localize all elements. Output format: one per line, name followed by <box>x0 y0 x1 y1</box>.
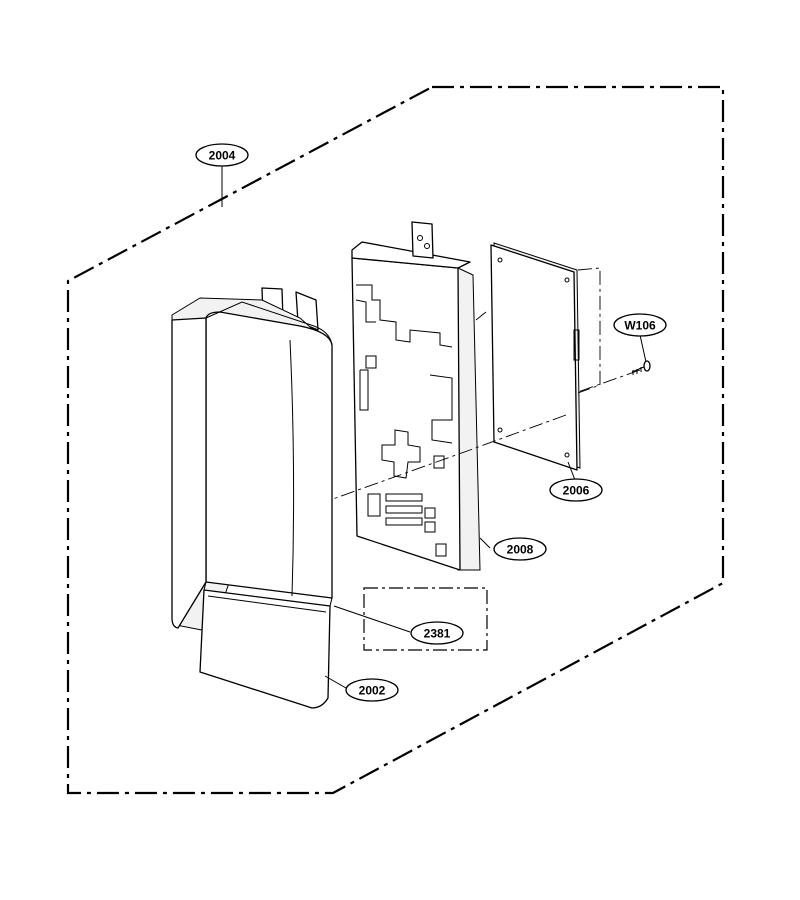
callout-label-2381: 2381 <box>424 627 451 641</box>
assembly-guideline-rear <box>329 414 567 501</box>
callout-label-2006: 2006 <box>563 484 590 498</box>
leader-2381 <box>333 605 411 633</box>
callout-w106: W106 <box>613 313 667 337</box>
assembly-boundary <box>66 85 725 795</box>
callout-label-2004: 2004 <box>209 149 236 163</box>
callout-2004: 2004 <box>195 143 249 167</box>
callout-2381: 2381 <box>410 621 464 645</box>
front-panel-2002 <box>171 287 333 709</box>
screw-w106 <box>631 360 651 375</box>
pcb-board-2006 <box>490 242 581 471</box>
callout-label-2002: 2002 <box>359 684 386 698</box>
callout-2006: 2006 <box>549 478 603 502</box>
callout-2008: 2008 <box>493 537 547 561</box>
bracket-frame-2008 <box>351 221 481 571</box>
leader-w106 <box>639 334 647 363</box>
part-2381-reference-box <box>363 587 488 651</box>
callout-label-w106: W106 <box>624 319 656 333</box>
assembly-guideline-pcb <box>577 267 601 394</box>
callout-2002: 2002 <box>345 678 399 702</box>
leader-2002 <box>324 675 347 689</box>
leader-2008 <box>479 537 491 549</box>
leader-2006 <box>567 461 576 481</box>
callout-label-2008: 2008 <box>507 543 534 557</box>
assembly-guideline-screw <box>577 369 641 393</box>
assembly-guideline-top <box>475 311 487 321</box>
